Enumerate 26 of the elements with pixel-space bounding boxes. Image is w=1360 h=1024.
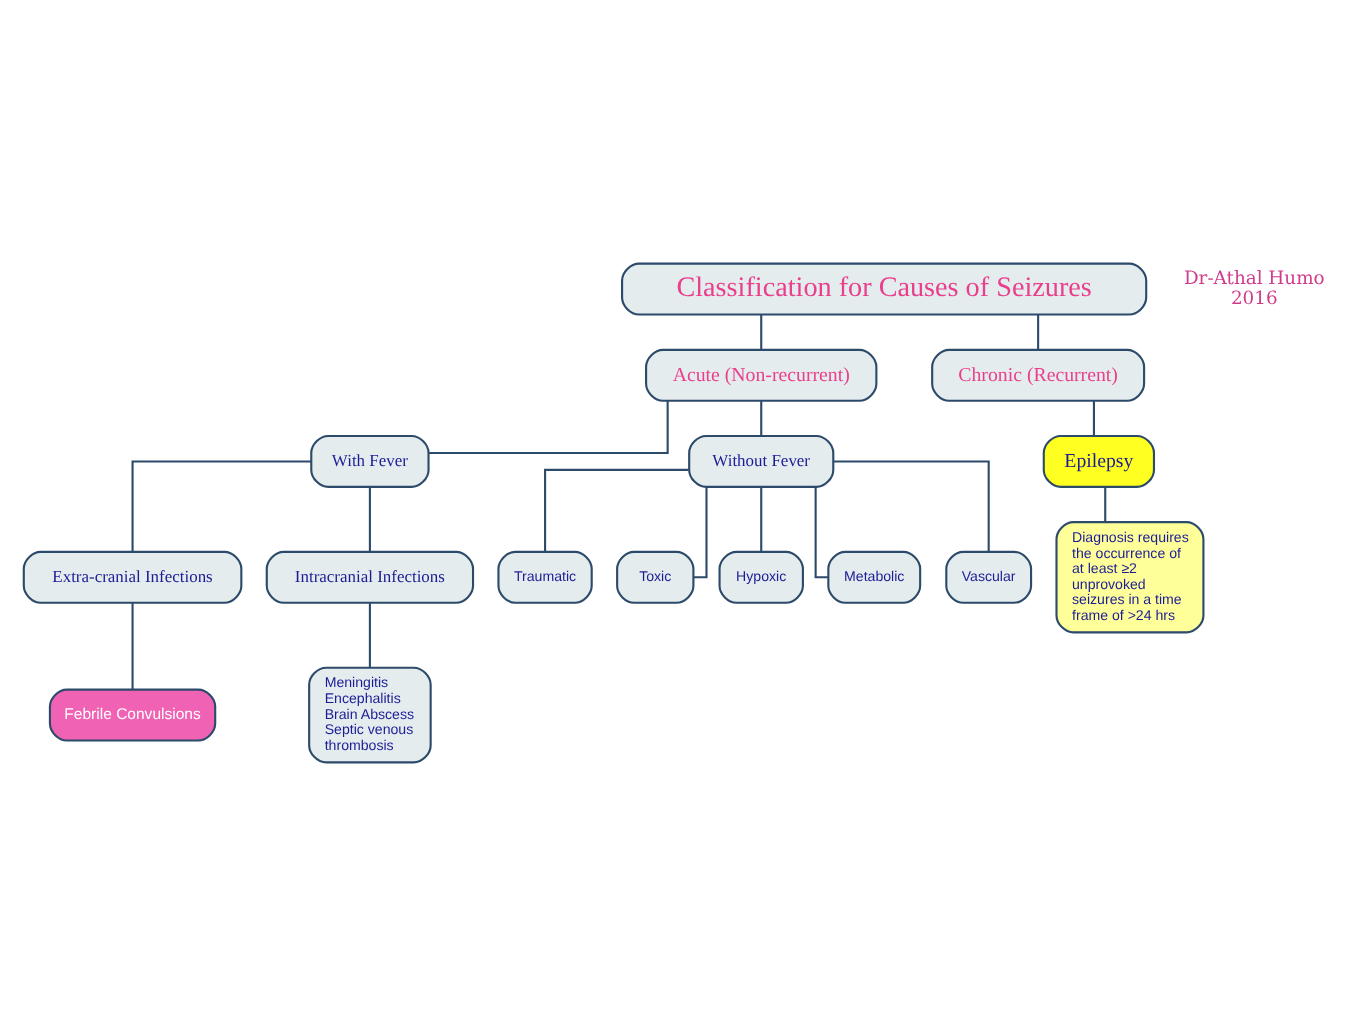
connector <box>131 602 134 689</box>
node-box: Intracranial Infections <box>265 549 475 603</box>
connector <box>814 486 829 578</box>
connector <box>833 459 990 551</box>
label: 2016 <box>1230 286 1278 309</box>
connector <box>368 602 371 667</box>
connector <box>131 459 312 551</box>
node-box: With Fever <box>310 433 430 487</box>
connector <box>544 467 689 551</box>
node-box: Extra-cranial Infections <box>22 549 243 603</box>
connector <box>428 399 669 453</box>
node-box: Acute (Non-recurrent) <box>645 347 878 401</box>
node-box: Chronic (Recurrent) <box>931 347 1146 401</box>
connector <box>760 486 763 551</box>
node-box: Without Fever <box>688 433 835 487</box>
connector <box>1037 313 1040 349</box>
label: Dr-Athal Humo <box>1183 266 1325 289</box>
connector <box>1092 400 1095 435</box>
connector <box>1104 486 1107 521</box>
connector <box>760 313 763 349</box>
connector <box>760 400 763 435</box>
node-box: Epilepsy <box>1042 433 1156 487</box>
node-box: Classification for Causes of Seizures <box>621 261 1148 315</box>
connector <box>693 486 708 578</box>
connector <box>368 486 371 551</box>
node-box: Febrile Convulsions <box>48 687 217 741</box>
